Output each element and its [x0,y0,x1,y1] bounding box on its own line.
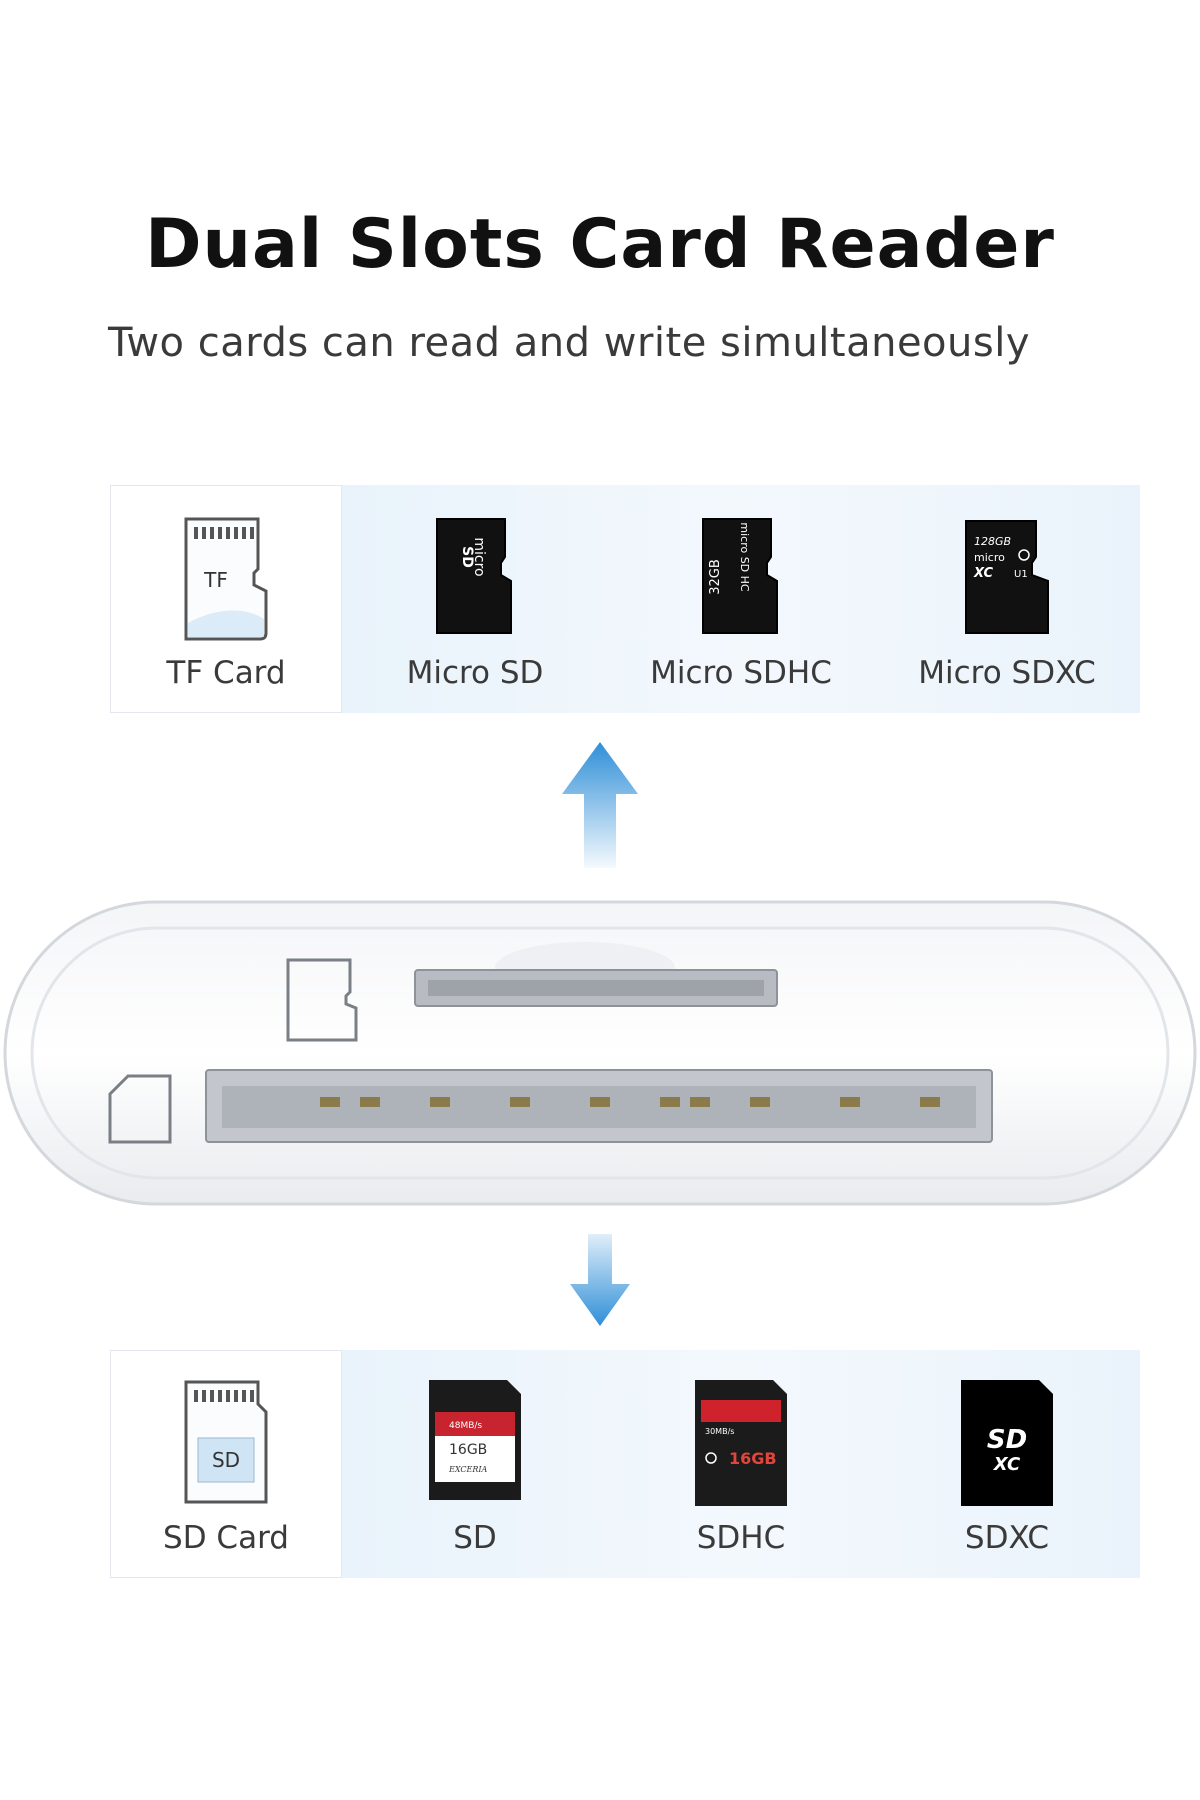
arrow-down-icon [570,1234,630,1326]
sdhc-label: SDHC [696,1520,786,1556]
svg-text:16GB: 16GB [729,1449,777,1468]
sdxc-label: SDXC [964,1520,1050,1556]
micro-sdhc-item: 32GB micro SD HC Micro SDHC [608,485,874,713]
card-reader-device [3,900,1197,1206]
micro-sdxc-label: Micro SDXC [918,655,1096,691]
sd-card-red-icon: 48MB/s 16GB EXCERIA [429,1380,521,1500]
svg-text:32GB: 32GB [708,559,723,595]
svg-text:SD: SD [459,546,475,568]
sdhc-card-icon: 30MB/s 16GB [695,1380,787,1506]
page-title: Dual Slots Card Reader [145,205,1055,284]
svg-text:U1: U1 [1014,569,1028,580]
svg-text:128GB: 128GB [974,535,1011,548]
micro-sd-item: micro SD Micro SD [342,485,608,713]
svg-text:EXCERIA: EXCERIA [448,1465,488,1474]
sd-item: 48MB/s 16GB EXCERIA SD [342,1350,608,1578]
svg-text:micro: micro [974,551,1005,564]
micro-slot-icon [286,958,358,1042]
sdhc-item: 30MB/s 16GB SDHC [608,1350,874,1578]
svg-text:48MB/s: 48MB/s [449,1421,482,1431]
svg-text:micro SD HC: micro SD HC [738,522,751,592]
arrow-up-icon [562,742,638,868]
sdxc-card-icon: SD XC [961,1380,1053,1506]
sd-card-panel: SD SD Card 48MB/s 16GB EXCERIA SD 30MB/s… [110,1350,1140,1578]
tf-card-item: TF TF Card [110,485,342,713]
svg-text:XC: XC [993,1454,1021,1475]
svg-text:TF: TF [203,568,228,592]
sdxc-item: SD XC SDXC [874,1350,1140,1578]
svg-text:SD: SD [987,1425,1027,1455]
svg-text:SD: SD [212,1448,240,1472]
sd-card-item: SD SD Card [110,1350,342,1578]
micro-sdhc-label: Micro SDHC [650,655,832,691]
svg-text:16GB: 16GB [449,1442,487,1458]
micro-sdxc-card-icon: 128GB micro XC U1 [965,520,1049,634]
micro-sdxc-item: 128GB micro XC U1 Micro SDXC [874,485,1140,713]
tf-card-panel: TF TF Card micro SD Micro SD 32GB micro … [110,485,1140,713]
svg-text:XC: XC [973,566,994,581]
sd-label: SD [453,1520,497,1556]
micro-sd-card-icon: micro SD [436,518,512,634]
sd-card-label: SD Card [163,1520,289,1556]
sd-card-icon: SD [184,1380,268,1504]
page-subtitle: Two cards can read and write simultaneou… [108,320,1031,366]
svg-text:micro: micro [471,537,487,576]
tf-card-label: TF Card [166,655,286,691]
sd-slot-icon [108,1074,172,1144]
micro-sdhc-card-icon: 32GB micro SD HC [702,518,778,634]
svg-text:30MB/s: 30MB/s [705,1427,734,1436]
tf-card-icon: TF [184,517,268,641]
micro-sd-label: Micro SD [406,655,544,691]
